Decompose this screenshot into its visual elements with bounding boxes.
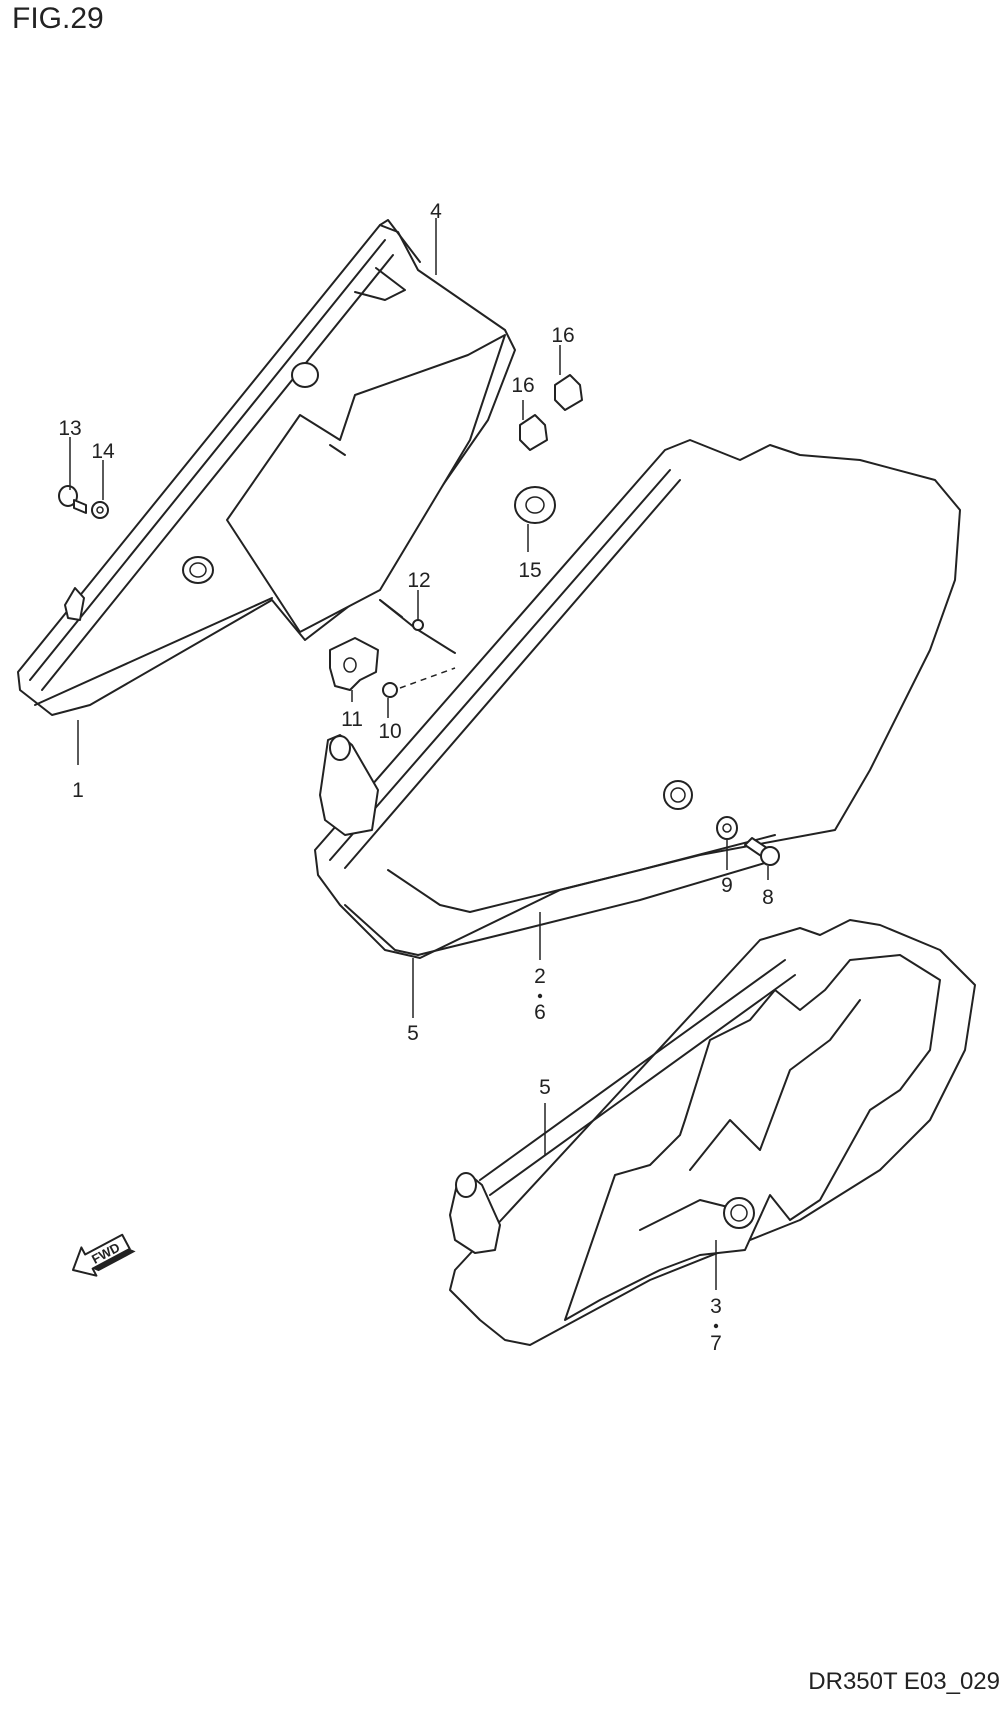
leader-lines	[69, 218, 769, 1290]
callout-1: 1	[72, 779, 84, 802]
callout-dot	[713, 1323, 719, 1329]
callout-15: 15	[518, 559, 541, 582]
callout-10: 10	[378, 720, 401, 743]
side-cover-left	[17, 219, 516, 716]
figure-title: FIG.29	[12, 2, 104, 35]
callout-7: 7	[710, 1332, 722, 1355]
side-cover-middle	[314, 439, 961, 959]
callout-9: 9	[721, 874, 733, 897]
callout-4: 4	[430, 200, 442, 223]
side-cover-lower	[449, 919, 976, 1346]
callout-8: 8	[762, 886, 774, 909]
callout-13: 13	[58, 417, 81, 440]
callout-16-lower: 16	[511, 374, 534, 397]
callout-dot	[537, 993, 543, 999]
callout-16-upper: 16	[551, 324, 574, 347]
callout-2: 2	[534, 965, 546, 988]
callout-12: 12	[407, 569, 430, 592]
callout-11: 11	[341, 708, 363, 731]
diagram-code: DR350T E03_029	[808, 1668, 1000, 1695]
callout-6: 6	[534, 1001, 546, 1024]
callout-5-lower: 5	[539, 1076, 551, 1099]
callout-5-upper: 5	[407, 1022, 419, 1045]
callout-labels: 1 4 16 16 15 12 13 14 11 10 9 8 2 6 5 5 …	[58, 200, 774, 1355]
fwd-arrow-icon: FWD	[72, 1233, 136, 1277]
callout-3: 3	[710, 1295, 722, 1318]
callout-14: 14	[91, 440, 115, 463]
hardware	[58, 374, 780, 866]
